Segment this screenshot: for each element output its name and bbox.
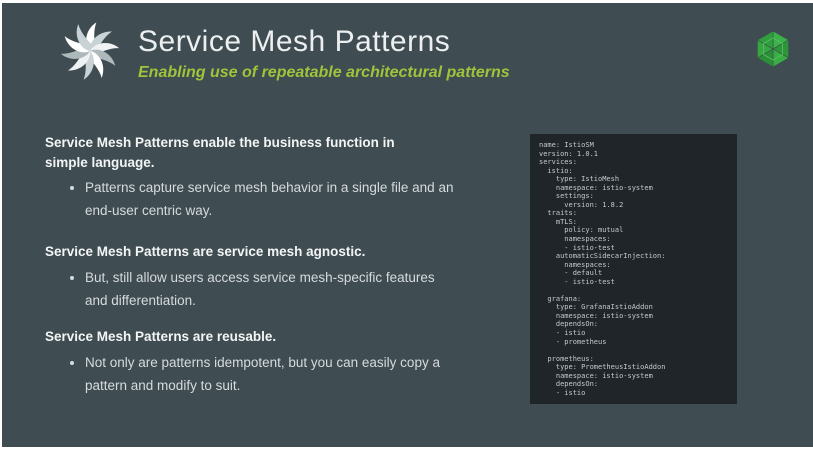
section-simple-language: Service Mesh Patterns enable the busines… (45, 133, 490, 222)
slide-title: Service Mesh Patterns (138, 25, 451, 58)
mesh-sphere-icon (756, 30, 790, 68)
section-heading: Service Mesh Patterns enable the busines… (45, 135, 395, 170)
section-reusable: Service Mesh Patterns are reusable. Not … (45, 327, 490, 397)
bullet-list: Not only are patterns idempotent, but yo… (45, 352, 490, 397)
header-text: Service Mesh Patterns Enabling use of re… (138, 17, 510, 82)
content-sections: Service Mesh Patterns enable the busines… (45, 133, 490, 397)
section-heading: Service Mesh Patterns are reusable. (45, 329, 277, 345)
section-heading: Service Mesh Patterns are service mesh a… (45, 244, 366, 260)
slide-subtitle: Enabling use of repeatable architectural… (138, 64, 510, 81)
bullet-item: Patterns capture service mesh behavior i… (85, 177, 457, 222)
section-agnostic: Service Mesh Patterns are service mesh a… (45, 242, 490, 312)
bullet-list: But, still allow users access service me… (45, 267, 490, 312)
bullet-item: Not only are patterns idempotent, but yo… (85, 352, 457, 397)
code-panel: name: IstioSM version: 1.0.1 services: i… (530, 134, 737, 404)
bullet-item: But, still allow users access service me… (85, 267, 457, 312)
slide-header: Service Mesh Patterns Enabling use of re… (56, 17, 510, 85)
code-text: name: IstioSM version: 1.0.1 services: i… (539, 141, 666, 397)
bullet-list: Patterns capture service mesh behavior i… (45, 177, 490, 222)
swirl-logo-icon (60, 22, 120, 80)
slide: Service Mesh Patterns Enabling use of re… (2, 3, 813, 447)
